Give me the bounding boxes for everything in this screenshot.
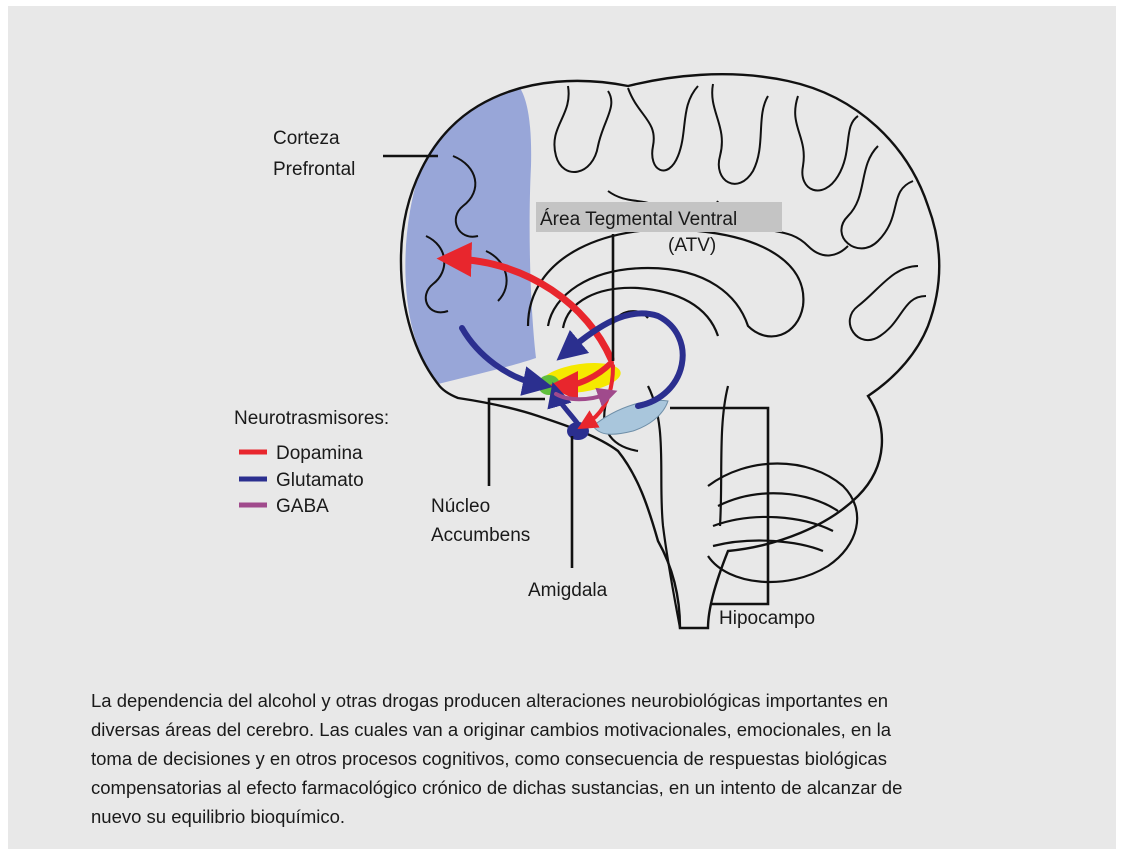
legend: Neurotrasmisores: Dopamina Glutamato GAB… — [234, 408, 389, 517]
accumbens-label-line2: Accumbens — [431, 525, 530, 546]
prefrontal-label-line1: Corteza — [273, 128, 340, 149]
legend-label-dopamine: Dopamina — [276, 443, 363, 464]
caption-line: nuevo su equilibrio bioquímico. — [91, 806, 346, 827]
gaba-arrow — [554, 387, 618, 407]
dopamine-arrow-prefrontal — [436, 241, 615, 363]
caption-line: La dependencia del alcohol y otras droga… — [91, 690, 889, 711]
figure-panel: Corteza Prefrontal Área Tegmental Ventra… — [8, 6, 1116, 849]
glutamate-arrow-prefrontal — [459, 325, 553, 396]
hippocampus-region — [592, 399, 669, 435]
prefrontal-label-line2: Prefrontal — [273, 159, 355, 180]
leader-lines — [383, 154, 770, 606]
legend-title: Neurotrasmisores: — [234, 408, 389, 429]
brain-diagram: Corteza Prefrontal Área Tegmental Ventra… — [234, 73, 941, 630]
vta-label-line2: (ATV) — [668, 235, 716, 256]
accumbens-label-line1: Núcleo — [431, 496, 490, 517]
glutamate-arrow-hippocampus — [556, 310, 686, 409]
caption-line: compensatorias al efecto farmacológico c… — [91, 777, 903, 798]
vta-label-background — [536, 202, 782, 232]
hippocampus-label: Hipocampo — [719, 608, 815, 629]
legend-label-glutamate: Glutamato — [276, 470, 364, 491]
legend-label-gaba: GABA — [276, 496, 329, 517]
caption-paragraph: La dependencia del alcohol y otras droga… — [91, 686, 1051, 831]
amygdala-label: Amigdala — [528, 580, 608, 601]
vta-label-line1: Área Tegmental Ventral — [540, 209, 737, 230]
caption-line: toma de decisiones y en otros procesos c… — [91, 748, 887, 769]
brain-outline — [399, 73, 941, 630]
caption-line: diversas áreas del cerebro. Las cuales v… — [91, 719, 892, 740]
pathway-arrows — [436, 241, 686, 430]
